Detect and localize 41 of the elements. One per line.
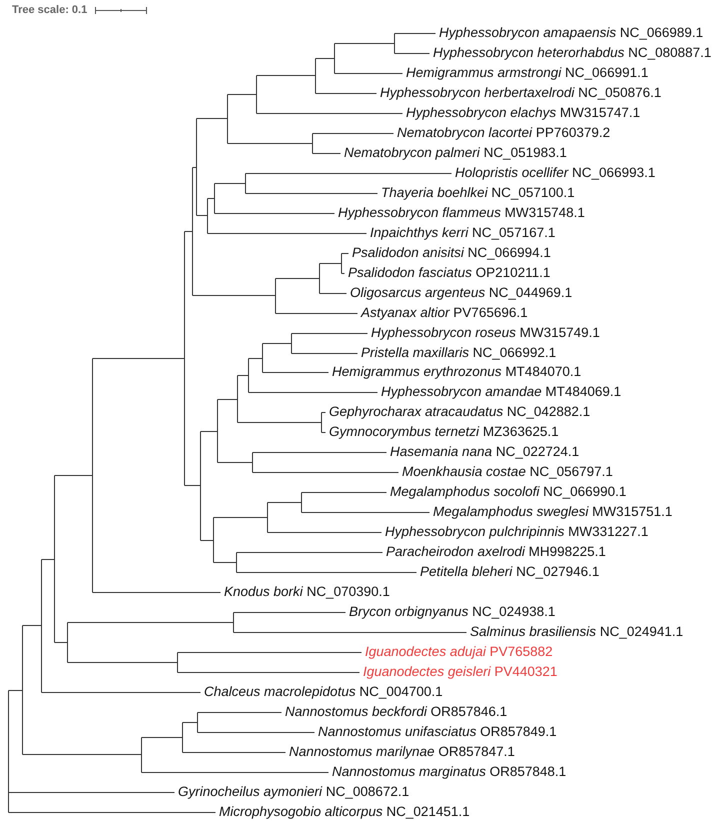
taxon-label: Gymnocorymbus ternetzi MZ363625.1 (329, 424, 559, 440)
taxon-label: Pristella maxillaris NC_066992.1 (361, 344, 556, 361)
taxon-label: Psalidodon anisitsi NC_066994.1 (352, 244, 551, 261)
taxon-label: Hyphessobrycon amapaensis NC_066989.1 (439, 25, 704, 41)
taxon-label: Chalceus macrolepidotus NC_004700.1 (204, 684, 443, 700)
taxon-label: Hyphessobrycon flammeus MW315748.1 (338, 204, 585, 221)
taxon-label: Psalidodon fasciatus OP210211.1 (348, 264, 550, 281)
taxon-label: Oligosarcus argenteus NC_044969.1 (350, 284, 572, 301)
taxon-label: Nannostomus marginatus OR857848.1 (332, 764, 566, 780)
taxon-label: Hasemania nana NC_022724.1 (390, 444, 580, 460)
taxon-label: Moenkhausia costae NC_056797.1 (402, 464, 613, 480)
taxon-label: Hemigrammus armstrongi NC_066991.1 (406, 64, 648, 81)
taxon-label: Hyphessobrycon roseus MW315749.1 (371, 324, 600, 341)
taxon-label: Paracheirodon axelrodi MH998225.1 (386, 544, 606, 560)
taxon-label: Thayeria boehlkei NC_057100.1 (381, 184, 575, 201)
scale-label: Tree scale: 0.1 (12, 4, 88, 17)
taxon-label: Nannostomus beckfordi OR857846.1 (285, 704, 508, 720)
taxon-label: Hyphessobrycon herbertaxelrodi NC_050876.1 (380, 84, 662, 101)
taxon-label: Microphysogobio alticorpus NC_021451.1 (219, 804, 470, 820)
taxon-label: Knodus borki NC_070390.1 (224, 584, 390, 600)
taxon-label: Hyphessobrycon amandae MT484069.1 (381, 384, 622, 400)
taxon-label: Gephyrocharax atracaudatus NC_042882.1 (329, 404, 590, 420)
taxon-label: Megalamphodus socolofi NC_066990.1 (390, 484, 626, 500)
taxon-label: Megalamphodus sweglesi MW315751.1 (433, 504, 672, 520)
taxon-label: Nannostomus unifasciatus OR857849.1 (318, 724, 557, 740)
taxon-label: Hyphessobrycon heterorhabdus NC_080887.1 (433, 44, 712, 61)
taxon-label: Hyphessobrycon pulchripinnis MW331227.1 (385, 524, 648, 540)
taxon-label: Hemigrammus erythrozonus MT484070.1 (332, 364, 582, 380)
taxon-label: Inpaichthys kerri NC_057167.1 (370, 224, 556, 241)
taxon-label: Petitella bleheri NC_027946.1 (420, 564, 600, 580)
taxon-label: Iguanodectes adujai PV765882 (365, 644, 553, 660)
taxon-label: Gyrinocheilus aymonieri NC_008672.1 (178, 784, 410, 800)
taxon-label: Iguanodectes geisleri PV440321 (363, 664, 558, 680)
taxon-label: Holopristis ocellifer NC_066993.1 (455, 164, 656, 181)
taxon-label: Astyanax altior PV765696.1 (361, 304, 528, 321)
taxon-label: Nematobrycon lacortei PP760379.2 (397, 124, 610, 141)
taxon-label: Nematobrycon palmeri NC_051983.1 (344, 144, 567, 161)
taxon-label: Salminus brasiliensis NC_024941.1 (470, 624, 684, 640)
taxon-label: Nannostomus marilynae OR857847.1 (289, 744, 515, 760)
taxon-label: Hyphessobrycon elachys MW315747.1 (406, 104, 640, 121)
taxon-label: Brycon orbignyanus NC_024938.1 (349, 604, 556, 620)
